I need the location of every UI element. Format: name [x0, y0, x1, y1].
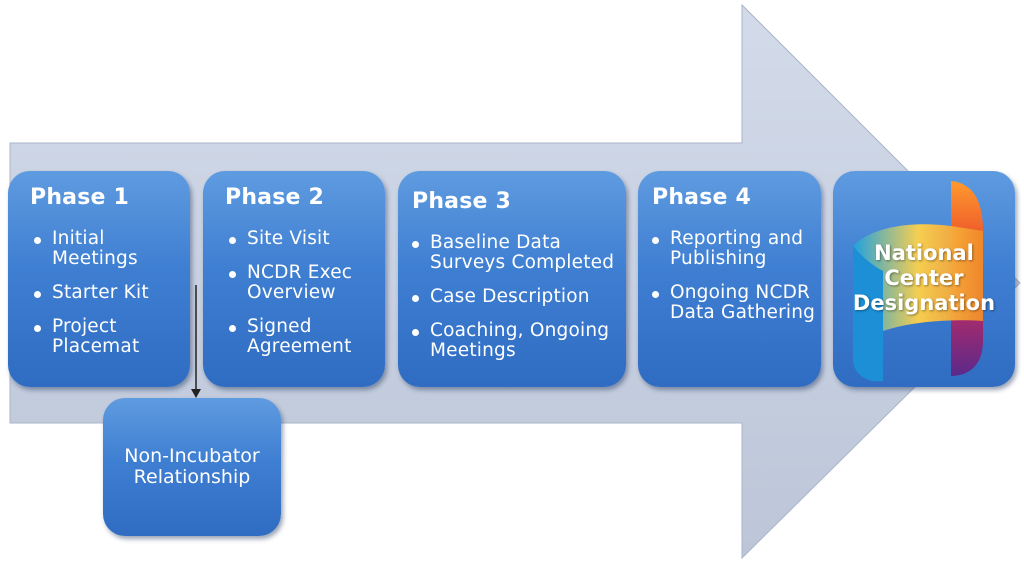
list-item: Coaching, Ongoing Meetings — [412, 321, 625, 361]
phase-2-list: Site Visit NCDR Exec Overview Signed Agr… — [229, 229, 367, 371]
phase-2-title: Phase 2 — [225, 185, 325, 210]
phase-1-list: Initial Meetings Starter Kit Project Pla… — [34, 229, 162, 371]
phase-3-title: Phase 3 — [412, 189, 512, 214]
phase-4-title: Phase 4 — [652, 185, 752, 210]
phase-2-box: Phase 2 Site Visit NCDR Exec Overview Si… — [203, 171, 385, 387]
list-item: Starter Kit — [34, 283, 162, 303]
phase-3-list: Baseline Data Surveys Completed Case Des… — [412, 233, 625, 375]
phase-1-title: Phase 1 — [30, 185, 130, 210]
phase-4-list: Reporting and Publishing Ongoing NCDR Da… — [652, 229, 830, 337]
destination-line-3: Designation — [852, 291, 996, 315]
list-item: Signed Agreement — [229, 317, 367, 357]
list-item: Site Visit — [229, 229, 367, 249]
phase-1-box: Phase 1 Initial Meetings Starter Kit Pro… — [8, 171, 190, 387]
list-item: Project Placemat — [34, 317, 162, 357]
list-item: Initial Meetings — [34, 229, 162, 269]
non-incubator-box: Non-Incubator Relationship — [103, 398, 281, 536]
list-item: Case Description — [412, 287, 625, 307]
list-item: Reporting and Publishing — [652, 229, 820, 269]
connector-arrowhead — [191, 389, 201, 398]
non-incubator-line-1: Non-Incubator — [124, 445, 260, 467]
destination-ribbon-logo — [853, 181, 983, 382]
list-item: NCDR Exec Overview — [229, 263, 362, 303]
list-item: Baseline Data Surveys Completed — [412, 233, 625, 273]
non-incubator-line-2: Relationship — [133, 466, 251, 488]
list-item: Ongoing NCDR Data Gathering — [652, 283, 830, 323]
phase-3-box: Phase 3 Baseline Data Surveys Completed … — [398, 171, 626, 387]
destination-line-2: Center — [884, 266, 964, 290]
phase-4-box: Phase 4 Reporting and Publishing Ongoing… — [638, 171, 821, 387]
destination-box: National Center Designation — [833, 171, 1015, 387]
destination-line-1: National — [874, 241, 974, 265]
